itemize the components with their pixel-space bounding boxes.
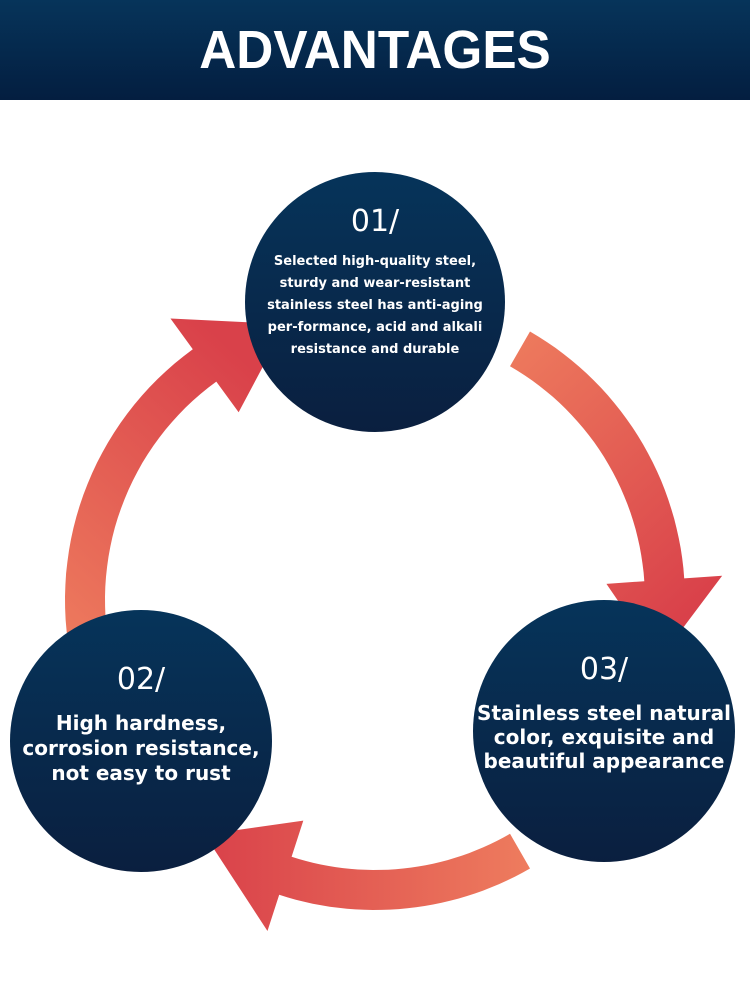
advantage-text: Selected high-quality steel, sturdy and …: [267, 254, 483, 357]
arrow-to-step-2: [204, 820, 530, 931]
advantage-number: 02/: [116, 662, 166, 697]
advantage-text: High hardness, corrosion resistance, not…: [22, 711, 260, 785]
advantage-number: 01/: [350, 204, 400, 239]
header-banner: ADVANTAGES: [0, 0, 750, 100]
advantage-text: Stainless steel natural color, exquisite…: [477, 701, 731, 773]
advantage-number: 03/: [579, 652, 629, 687]
arrow-to-step-3: [510, 331, 723, 661]
arrow-to-step-1: [65, 318, 286, 654]
advantage-circle-1: 01/ Selected high-quality steel, sturdy …: [245, 172, 505, 432]
advantage-circle-2: 02/ High hardness, corrosion resistance,…: [10, 610, 272, 872]
advantage-circle-3: 03/ Stainless steel natural color, exqui…: [473, 600, 735, 862]
page-title: ADVANTAGES: [199, 20, 551, 80]
